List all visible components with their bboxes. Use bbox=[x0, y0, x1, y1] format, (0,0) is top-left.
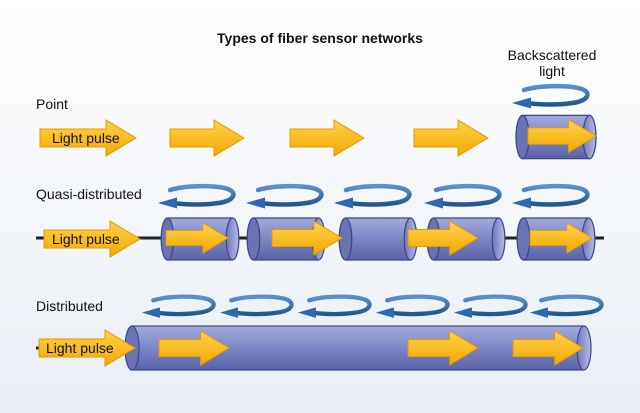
point-backscatter-arrow bbox=[512, 86, 587, 108]
distributed-backscatter-3 bbox=[298, 297, 370, 318]
quasi-pulse-arrow: Light pulse bbox=[43, 220, 141, 258]
backscattered-light-label: Backscattered light bbox=[507, 47, 597, 79]
row-label-point: Point bbox=[36, 96, 68, 112]
row-label-quasi-distributed: Quasi-distributed bbox=[36, 186, 142, 202]
quasi-backscatter-5 bbox=[512, 186, 587, 208]
quasi-backscatter-3 bbox=[334, 186, 409, 208]
distributed-pulse-arrow: Light pulse bbox=[38, 329, 136, 367]
point-arrow-3 bbox=[289, 119, 365, 157]
row-point: Light pulse bbox=[39, 86, 597, 160]
quasi-backscatter-4 bbox=[424, 186, 499, 208]
distributed-backscatter-6 bbox=[530, 297, 602, 318]
distributed-backscatter-2 bbox=[220, 297, 292, 318]
distributed-backscatter-4 bbox=[376, 297, 448, 318]
distributed-pulse-label: Light pulse bbox=[46, 340, 114, 356]
distributed-backscatter-1 bbox=[142, 297, 214, 318]
point-pulse-arrow: Light pulse bbox=[39, 119, 137, 157]
row-distributed: Light pulse bbox=[36, 297, 602, 371]
quasi-pulse-label: Light pulse bbox=[52, 231, 120, 247]
quasi-backscatter-2 bbox=[246, 186, 321, 208]
point-arrow-4 bbox=[413, 119, 489, 157]
row-quasi-distributed: Light pulse bbox=[36, 186, 604, 261]
point-arrow-2 bbox=[169, 119, 245, 157]
quasi-segment-3 bbox=[338, 217, 418, 261]
point-pulse-label: Light pulse bbox=[52, 130, 120, 146]
distributed-backscatter-5 bbox=[454, 297, 526, 318]
quasi-backscatter-1 bbox=[158, 186, 233, 208]
row-label-distributed: Distributed bbox=[36, 298, 103, 314]
diagram-title: Types of fiber sensor networks bbox=[217, 30, 423, 46]
